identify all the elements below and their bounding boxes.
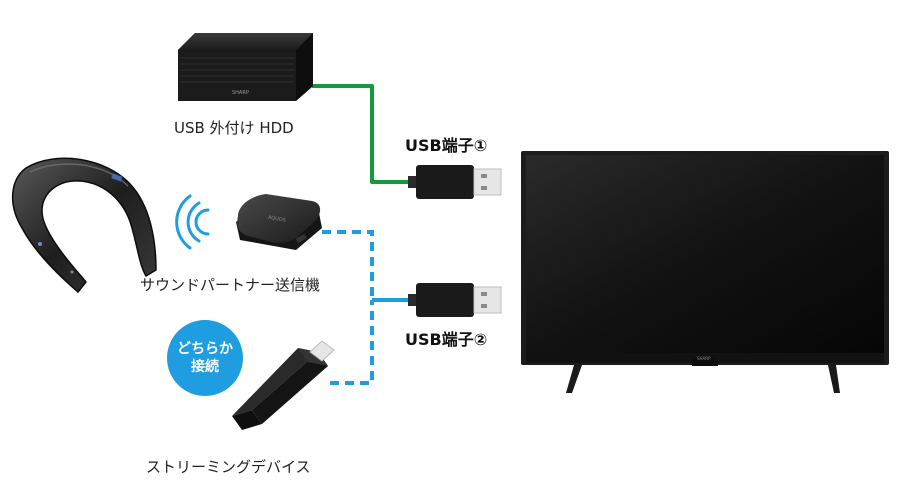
tv-brand-logo: SHARP <box>697 356 711 361</box>
usb-plug-icon <box>408 283 502 317</box>
transmitter-brand-logo: AQUOS <box>267 215 286 224</box>
wireless-waves-icon <box>175 194 210 250</box>
streaming-device <box>232 340 335 430</box>
badge-line-2: 接続 <box>191 359 219 375</box>
badge-line-1: どちらか <box>177 341 233 357</box>
usb2-cable-streaming <box>330 300 374 385</box>
usb-hdd: SHARP <box>178 33 313 101</box>
usb1-port-label: USB端子① <box>405 136 488 155</box>
sound-partner-transmitter: AQUOS <box>236 194 322 250</box>
usb-plug-icon <box>408 165 502 199</box>
usb1-cable <box>312 84 410 184</box>
usb2-cable-transmitter <box>322 230 410 302</box>
streaming-device-label: ストリーミングデバイス <box>146 458 311 476</box>
neckband-speaker <box>11 157 157 294</box>
transmitter-label: サウンドパートナー送信機 <box>140 276 321 294</box>
hdd-brand-logo: SHARP <box>232 90 249 96</box>
either-connection-badge <box>167 320 243 396</box>
either-connection-badge-text: どちらか 接続 <box>167 320 243 396</box>
television: SHARP <box>521 151 889 393</box>
usb2-port-label: USB端子② <box>405 330 488 349</box>
hdd-label: USB 外付け HDD <box>174 119 294 137</box>
